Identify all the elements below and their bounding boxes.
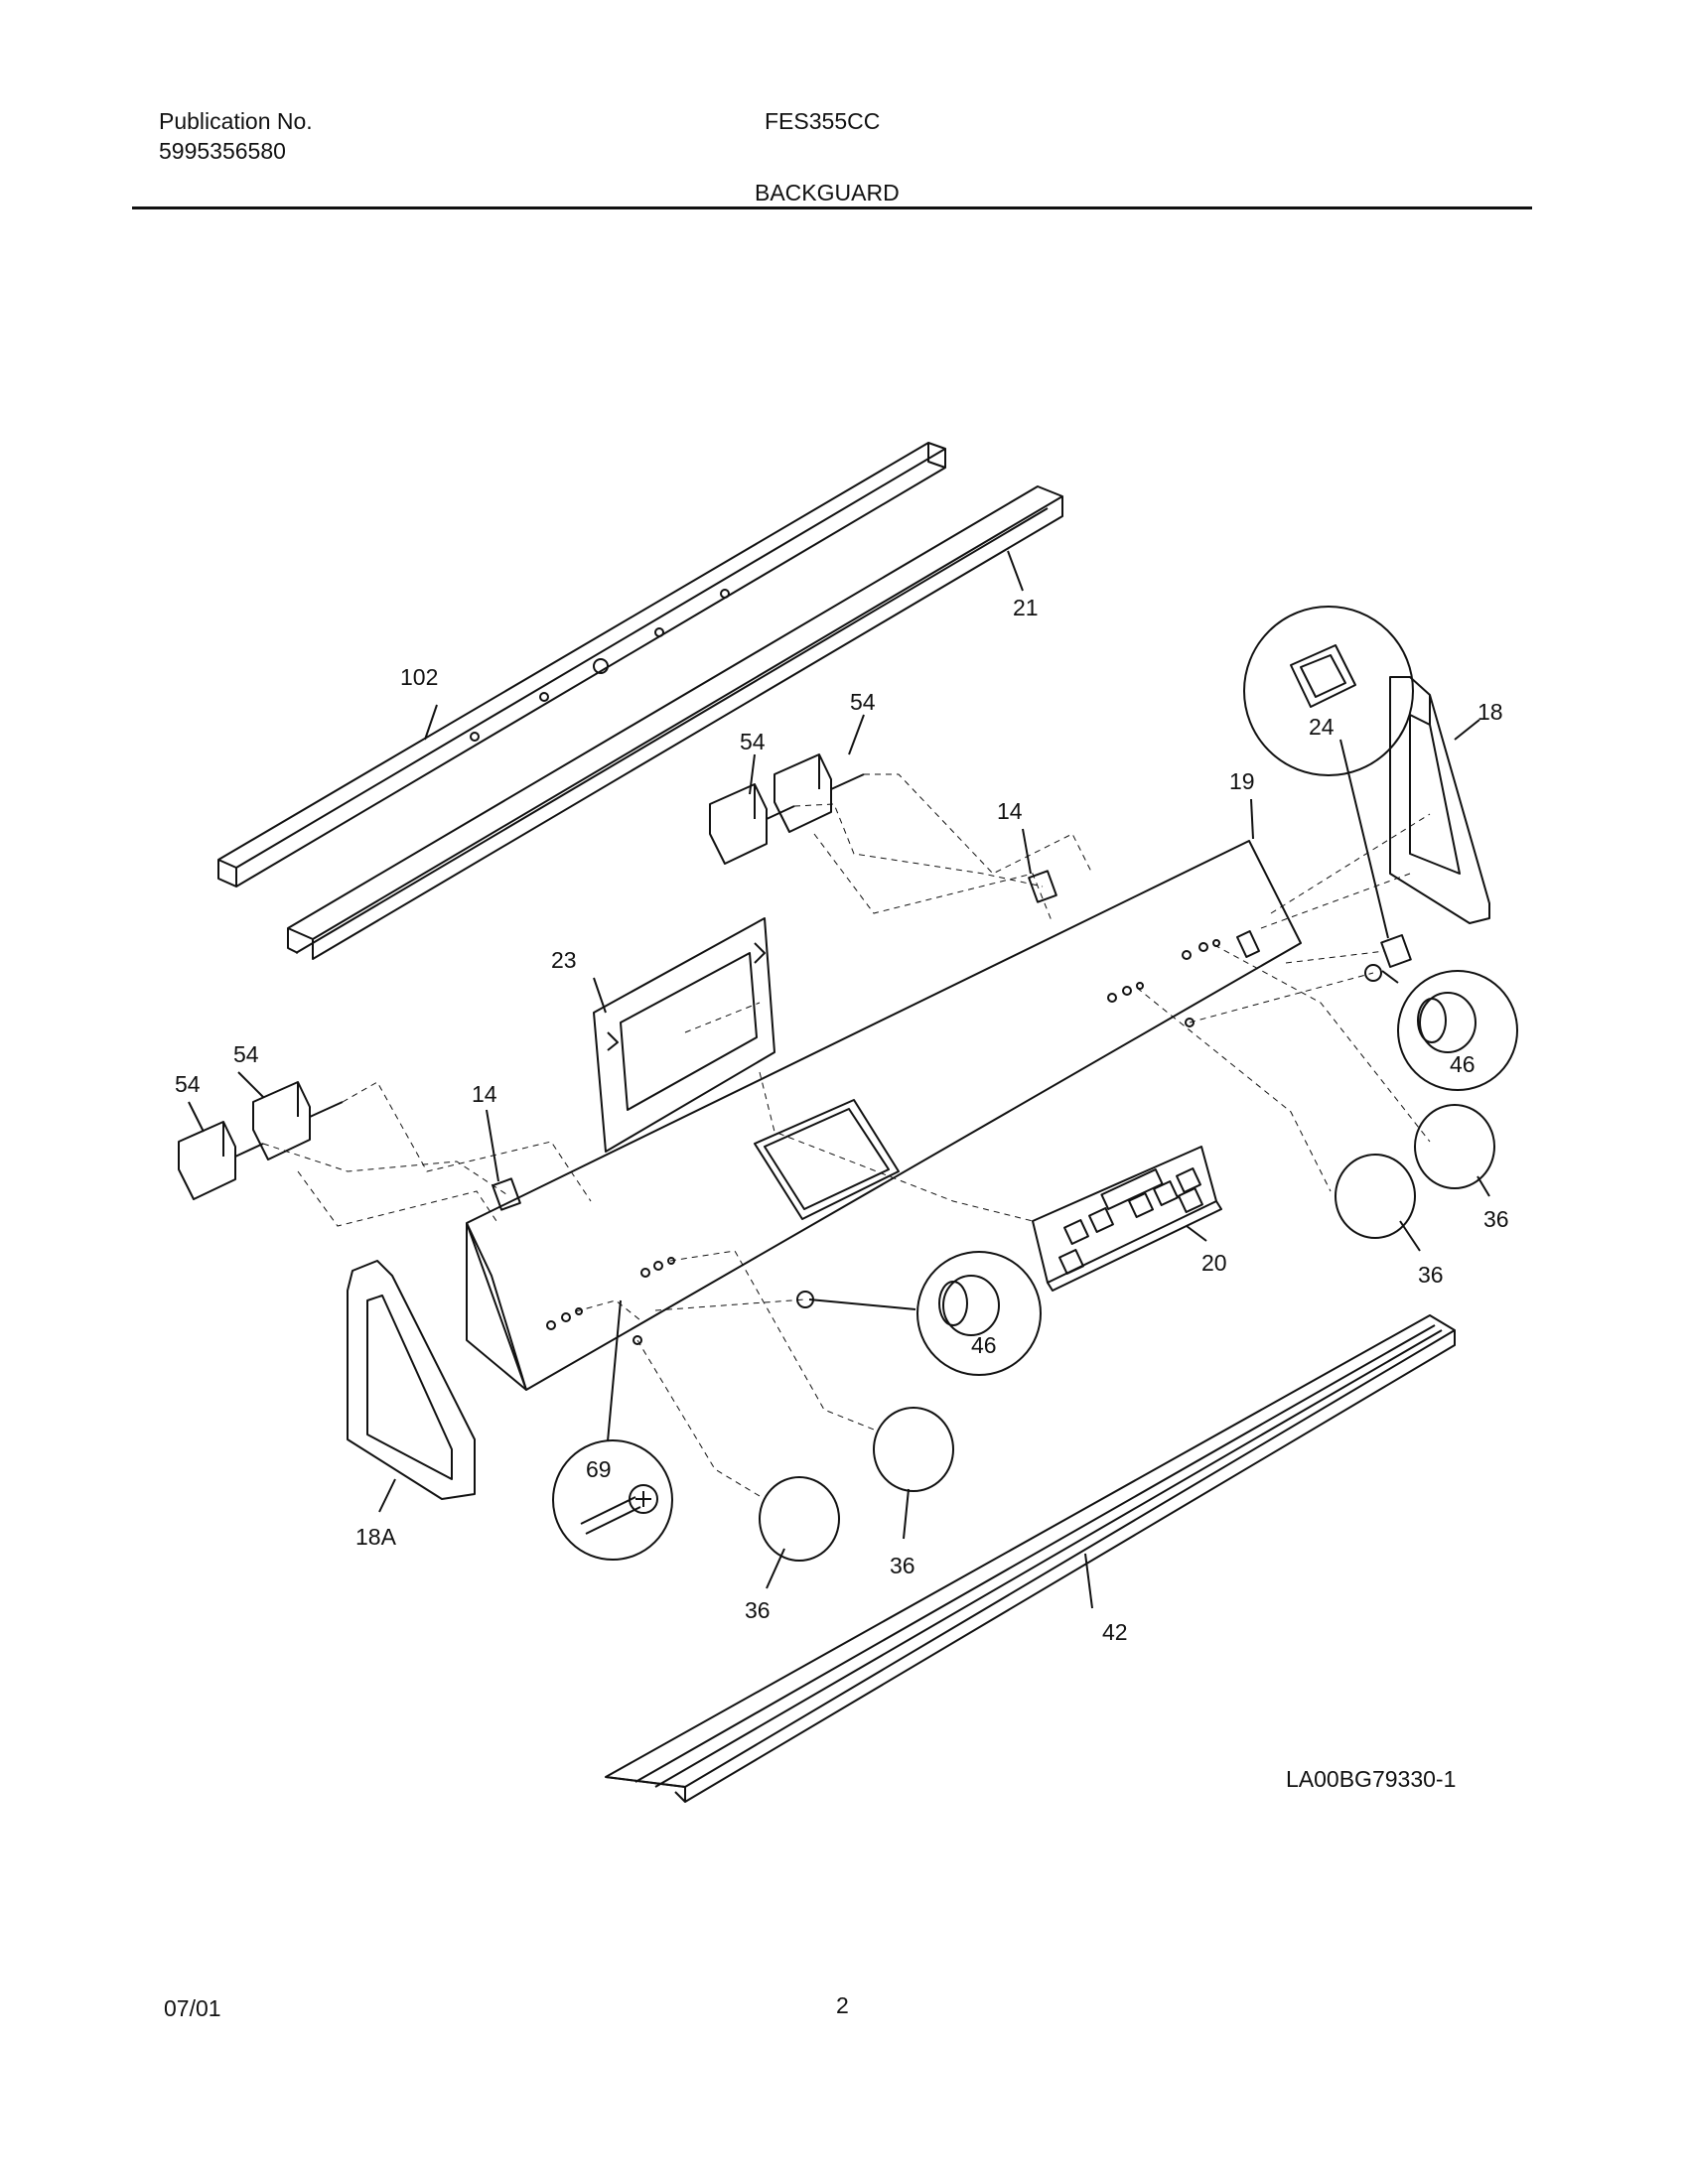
callout-14-a: 14: [997, 798, 1023, 824]
callout-36-c: 36: [890, 1553, 915, 1578]
callout-36-a: 36: [1483, 1206, 1509, 1232]
part-54-switch-d: [252, 1081, 344, 1160]
model-number: FES355CC: [765, 108, 881, 134]
part-102-rail: [217, 442, 946, 887]
part-36-knob-c: [873, 1407, 954, 1492]
callout-46-b: 46: [971, 1332, 997, 1358]
part-36-knob-b: [1335, 1154, 1416, 1239]
part-54-switch-b: [774, 753, 865, 833]
detail-46-button-lower: [796, 1251, 1042, 1376]
part-18-end-cap: [1389, 676, 1490, 924]
callout-54-d: 54: [175, 1071, 201, 1097]
part-18a-end-cap: [347, 1260, 476, 1500]
callout-102: 102: [400, 664, 438, 690]
section-title: BACKGUARD: [755, 180, 900, 205]
part-19-panel: [466, 840, 1302, 1391]
part-23-bracket: [593, 917, 775, 1153]
publication-number: 5995356580: [159, 138, 286, 164]
detail-69-screw: [552, 1439, 673, 1561]
callout-21: 21: [1013, 595, 1039, 620]
callout-18a: 18A: [355, 1524, 397, 1550]
callout-36-d: 36: [745, 1597, 771, 1623]
part-14-clip-b: [492, 1177, 521, 1211]
callout-46-a: 46: [1450, 1051, 1476, 1077]
callout-54-b: 54: [850, 689, 876, 715]
part-42-trim: [605, 1314, 1456, 1803]
page-number: 2: [836, 1992, 849, 2018]
callout-18: 18: [1477, 699, 1503, 725]
publication-label: Publication No.: [159, 108, 313, 134]
detail-24-rocker-switch: [1243, 606, 1414, 968]
detail-46-button-upper: [1364, 964, 1518, 1091]
callout-36-b: 36: [1418, 1262, 1444, 1288]
part-20-clock-control: [1032, 1146, 1222, 1292]
callout-24: 24: [1309, 714, 1335, 740]
drawing-code: LA00BG79330-1: [1286, 1766, 1456, 1792]
callout-19: 19: [1229, 768, 1255, 794]
part-36-knob-d: [759, 1476, 840, 1562]
part-21-rail: [287, 485, 1063, 960]
part-36-knob-a: [1414, 1104, 1495, 1189]
part-54-switch-c: [178, 1121, 264, 1200]
callout-42: 42: [1102, 1619, 1128, 1645]
callout-20: 20: [1201, 1250, 1227, 1276]
callout-54-a: 54: [740, 729, 766, 754]
part-54-switch-a: [709, 783, 795, 865]
callout-23: 23: [551, 947, 577, 973]
footer-date: 07/01: [164, 1995, 221, 2021]
part-14-clip-a: [1028, 870, 1057, 903]
header-rule: [132, 206, 1532, 209]
callout-69: 69: [586, 1456, 612, 1482]
callout-14-b: 14: [472, 1081, 497, 1107]
callout-54-c: 54: [233, 1041, 259, 1067]
